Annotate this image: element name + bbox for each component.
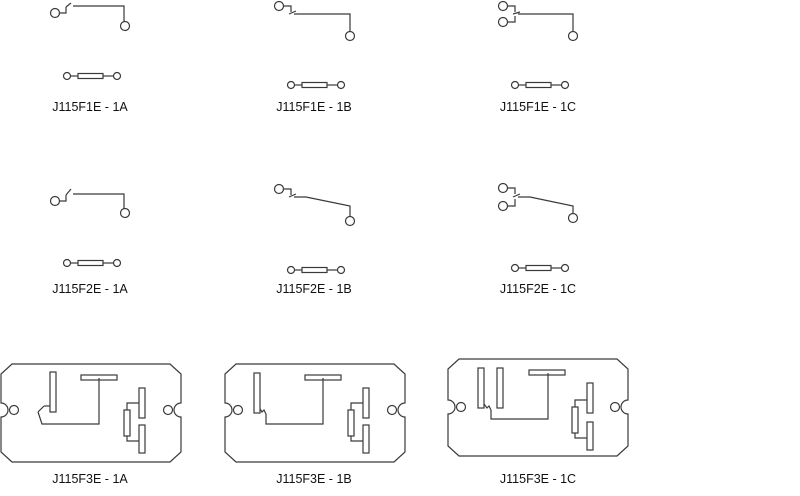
symbol-j115f2e-1a: [49, 188, 131, 268]
footprint-j115f3e-1b: [224, 363, 406, 463]
symbol-j115f1e-1c: [497, 0, 579, 90]
label-j115f3e-1c: J115F3E - 1C: [500, 472, 576, 486]
symbol-j115f1e-1a: [49, 2, 131, 81]
label-j115f3e-1a: J115F3E - 1A: [52, 472, 128, 486]
symbol-j115f2e-1c: [497, 182, 579, 273]
label-j115f1e-1c: J115F1E - 1C: [500, 100, 576, 114]
label-j115f1e-1b: J115F1E - 1B: [276, 100, 352, 114]
label-j115f2e-1b: J115F2E - 1B: [276, 282, 352, 296]
label-j115f3e-1b: J115F3E - 1B: [276, 472, 352, 486]
footprint-j115f3e-1c: [447, 358, 629, 457]
symbol-j115f2e-1b: [273, 183, 356, 275]
label-j115f2e-1c: J115F2E - 1C: [500, 282, 576, 296]
label-j115f2e-1a: J115F2E - 1A: [52, 282, 128, 296]
symbol-j115f1e-1b: [273, 0, 356, 90]
footprint-j115f3e-1a: [0, 363, 182, 463]
label-j115f1e-1a: J115F1E - 1A: [52, 100, 128, 114]
